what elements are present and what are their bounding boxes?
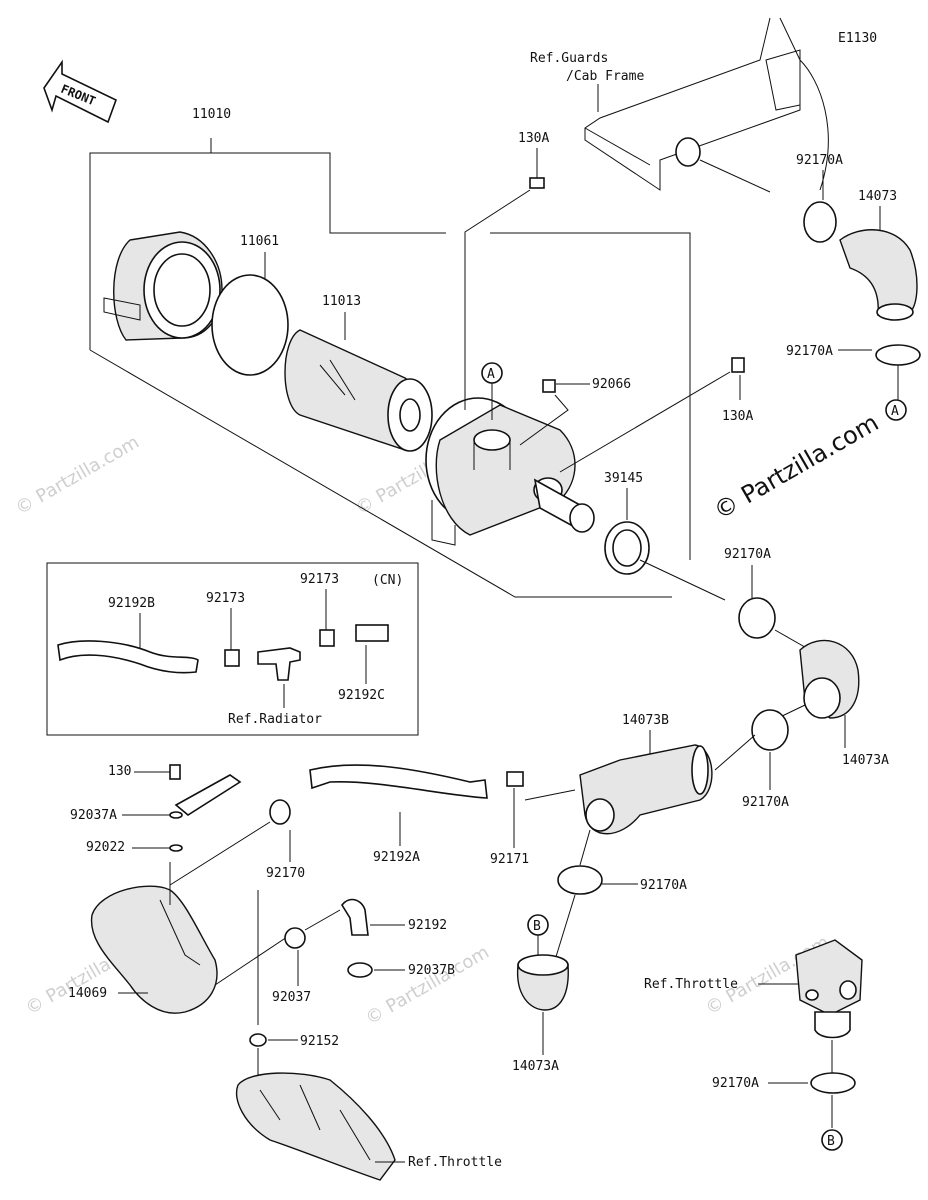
tee-joint [257,647,301,681]
label-14073: 14073 [858,189,897,204]
washer-92022 [169,844,183,852]
bolt-130 [169,764,181,780]
main-watermark: © Partzilla.com [709,408,883,525]
label-92170A-4: 92170A [742,795,789,810]
bracket-92037A [174,774,242,816]
label-11013: 11013 [322,294,361,309]
duct-14073 [839,229,918,316]
clamp-92171 [506,771,524,787]
callout-B-right [821,1129,843,1151]
bolt-130A-top [529,177,545,189]
ref-radiator-label: Ref.Radiator [228,712,322,727]
label-14073A-2: 14073A [512,1059,559,1074]
label-92171: 92171 [490,852,529,867]
label-92037A: 92037A [70,808,117,823]
screw-92066 [542,379,556,393]
hose-92192B [57,640,199,674]
boot-14073A [516,964,569,1011]
clamp-92170A-2 [875,344,921,366]
label-92022: 92022 [86,840,125,855]
label-14073B: 14073B [622,713,669,728]
label-92037B: 92037B [408,963,455,978]
label-92192B: 92192B [108,596,155,611]
label-14073A-1: 14073A [842,753,889,768]
plenum-14069 [90,885,218,1014]
callout-A-right [885,399,907,421]
label-92170A-2: 92170A [786,344,833,359]
label-92170A-5: 92170A [640,878,687,893]
clamp-92173-2 [319,629,335,647]
clamp-92170A-4 [751,709,789,751]
front-arrow-icon: FRONT [43,59,117,124]
callout-a-label: A [891,404,899,419]
filter-element [284,329,433,452]
clamp-92170A-6 [810,1072,856,1094]
label-92173-1: 92173 [206,591,245,606]
label-92170A-6: 92170A [712,1076,759,1091]
label-11010: 11010 [192,107,231,122]
cn-label: (CN) [372,573,403,588]
label-92037: 92037 [272,990,311,1005]
callout-b-label: B [533,919,541,934]
ref-guards-label: Ref.Guards [530,51,608,66]
label-11061: 11061 [240,234,279,249]
bolt-130A-right [731,357,745,373]
hose-92192 [341,898,369,936]
callout-a-label: A [487,367,495,382]
label-14069: 14069 [68,986,107,1001]
label-92170A-3: 92170A [724,547,771,562]
hose-92192A [309,764,488,799]
clamp-92170A-1 [803,201,837,243]
watermark: © Partzilla.com [362,942,493,1030]
throttle-body-right [795,939,863,1016]
ref-throttle-label-1: Ref.Throttle [408,1155,502,1170]
label-130A-top: 130A [518,131,549,146]
label-92192A: 92192A [373,850,420,865]
throttle-body-left [235,1072,396,1181]
label-92152: 92152 [300,1034,339,1049]
o-ring [211,274,289,376]
ref-throttle-label-2: Ref.Throttle [644,977,738,992]
cn-inset-box [46,562,419,736]
clamp-92037 [284,927,306,949]
label-92066: 92066 [592,377,631,392]
clamp-92170 [269,799,291,825]
label-92170: 92170 [266,866,305,881]
label-92170A-1: 92170A [796,153,843,168]
label-39145: 39145 [604,471,643,486]
clamp-92170A-5 [557,865,603,895]
nut-92152 [249,1033,267,1047]
callout-b-label: B [827,1134,835,1149]
label-130A-right: 130A [722,409,753,424]
cap-92192C [355,624,389,642]
diagram-code: E1130 [838,31,877,46]
watermark: © Partzilla.com [12,432,143,520]
cab-frame-bracket [584,17,829,193]
clamp-92173-1 [224,649,240,667]
label-92192: 92192 [408,918,447,933]
clamp-92170A-3 [738,597,776,639]
ref-cab-frame-label: /Cab Frame [566,69,644,84]
air-cleaner-housing [425,397,595,546]
label-92173-2: 92173 [300,572,339,587]
air-cleaner-cover [103,231,223,341]
label-130: 130 [108,764,131,779]
clamp-92037B [347,962,373,978]
label-92192C: 92192C [338,688,385,703]
